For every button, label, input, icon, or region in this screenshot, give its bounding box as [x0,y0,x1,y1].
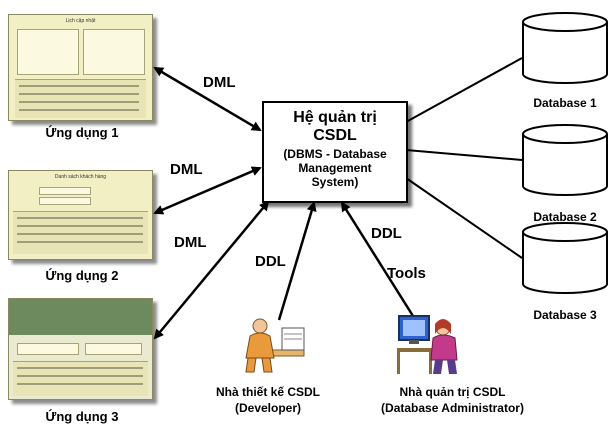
database-1-icon [522,12,608,84]
app1-grid-row [19,101,139,103]
dml-arrow-app1 [153,66,262,132]
dbms-subtitle-line2: Management [298,161,372,175]
app3-field [17,343,79,355]
app1-screenshot: Lịch cập nhật [8,14,153,121]
dbms-box: Hệ quản trị CSDL (DBMS - Database Manage… [262,101,408,203]
app3-grid-row [17,367,143,369]
database-2-icon [522,124,608,196]
app1-grid-row [19,85,139,87]
app1-form-panel-2 [83,29,145,75]
app2-grid-row [17,241,143,243]
ddl-arrow-admin [340,201,415,317]
app3-data-grid [13,361,148,396]
dbms-subtitle-line1: (DBMS - Database [283,147,387,161]
dml-label-app2: DML [170,161,203,178]
app3-label: Ứng dụng 3 [45,409,119,424]
app2-grid-row [17,217,143,219]
ddl-arrow-developer [277,201,317,321]
dbms-title-line2: CSDL [313,127,357,144]
app2-label: Ứng dụng 2 [45,268,119,283]
dbms-subtitle-line3: System) [311,175,359,189]
administrator-icon [397,315,458,374]
admin-name: Nhà quản trị CSDL [399,385,506,399]
developer-name: Nhà thiết kế CSDL [215,385,320,399]
dml-arrow-app3 [153,200,270,340]
link-db3 [405,177,523,259]
app3-header-bar [9,299,152,335]
dml-label-app1: DML [203,74,236,91]
app1-grid-row [19,93,139,95]
admin-sub: (Database Administrator) [381,401,524,415]
link-db2 [405,149,523,161]
database-3-icon [522,222,608,294]
database-1-label: Database 1 [533,96,597,110]
app2-grid-row [17,225,143,227]
app2-field [39,197,91,205]
app1-grid-row [19,109,139,111]
database-2-label: Database 2 [533,210,597,224]
app1-label: Ứng dụng 1 [45,125,119,140]
app1-thumb-title: Lịch cập nhật [65,18,96,24]
app2-field [39,187,91,195]
app2-screenshot: Danh sách khách hàng [8,170,153,260]
ddl-label-admin: DDL [371,225,402,242]
ddl-label-developer: DDL [255,253,286,270]
app1-form-panel [17,29,79,75]
developer-sub: (Developer) [234,401,302,415]
app3-screenshot [8,298,153,400]
dbms-title-line1: Hệ quản trị [293,109,377,126]
app3-grid-row [17,383,143,385]
dml-label-app3: DML [174,234,207,251]
tools-label-admin: Tools [387,265,426,282]
developer-icon [245,318,305,373]
link-db1 [405,57,523,123]
app3-field [85,343,142,355]
app3-grid-row [17,375,143,377]
database-3-label: Database 3 [533,308,597,322]
app2-grid-row [17,233,143,235]
app2-thumb-title: Danh sách khách hàng [54,174,107,180]
